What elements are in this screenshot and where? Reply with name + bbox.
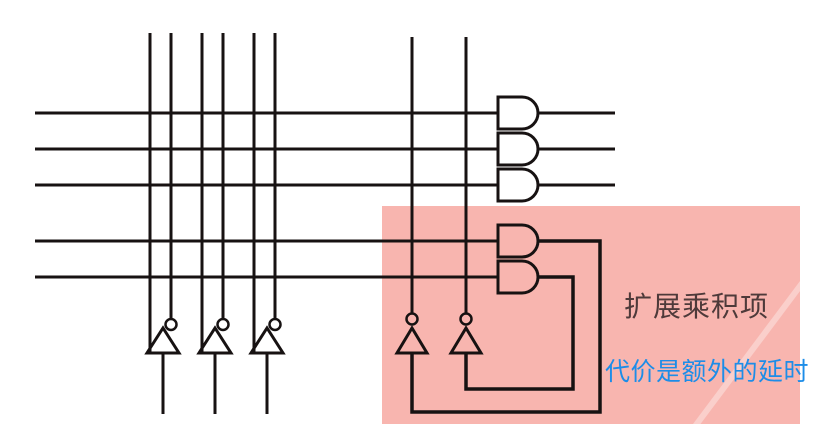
input-buffer-icon xyxy=(196,317,234,414)
input-buffer-icon xyxy=(248,317,286,414)
inverter-bubble xyxy=(216,317,230,332)
input-buffer-icon xyxy=(144,317,182,414)
and-gate-array xyxy=(496,95,615,203)
and-gate-icon xyxy=(496,223,540,259)
and-gate-icon xyxy=(496,131,540,167)
expander-label: 扩展乘积项 xyxy=(624,291,770,322)
inverter-bubble xyxy=(268,317,282,332)
inverter-bubble xyxy=(459,312,473,326)
and-gate-icon xyxy=(496,259,540,295)
delay-note-label: 代价是额外的延时 xyxy=(605,358,810,386)
feedback-inverters xyxy=(394,312,484,355)
inverter-bubble xyxy=(164,317,178,332)
inverter-bubble xyxy=(405,312,419,326)
and-gate-icon xyxy=(496,167,540,203)
circuit-lines xyxy=(35,33,615,414)
inverter-icon xyxy=(394,312,430,355)
input-columns xyxy=(148,33,277,353)
feedback-columns xyxy=(410,37,468,314)
feedback-loop-inner xyxy=(464,275,575,391)
inverter-icon xyxy=(448,312,484,355)
expander-and-gates xyxy=(410,223,602,414)
feedback-loop-outer xyxy=(410,239,602,414)
glare-artifact xyxy=(678,258,817,445)
product-term-rows xyxy=(35,111,498,279)
input-buffers xyxy=(144,317,286,414)
and-gate-icon xyxy=(496,95,540,131)
